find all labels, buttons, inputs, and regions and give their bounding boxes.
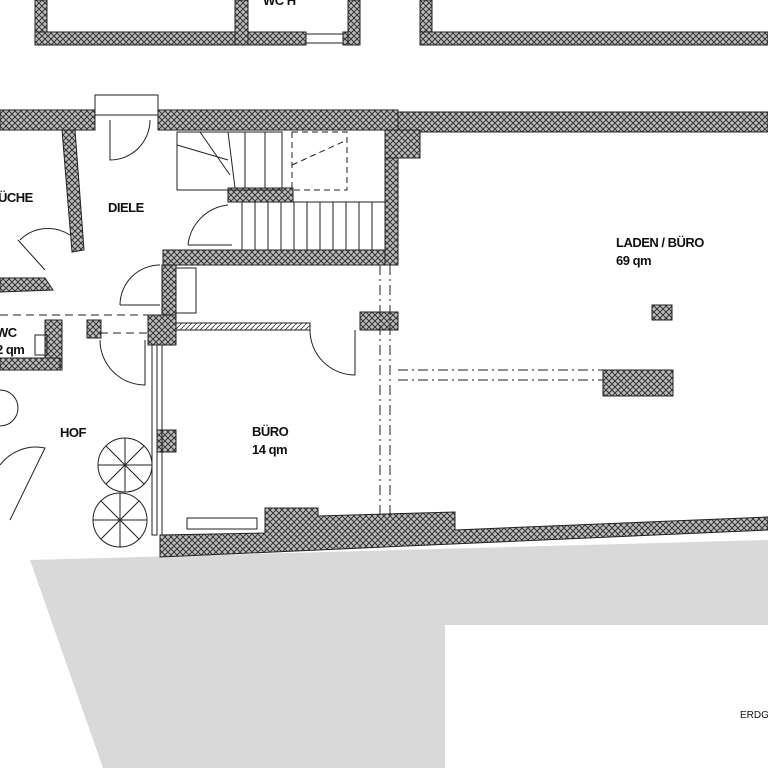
room-label-buero: BÜRO bbox=[252, 424, 289, 439]
room-label-kueche: ÜCHE bbox=[0, 190, 34, 205]
room-area-buero: 14 qm bbox=[252, 442, 287, 457]
room-area-wc: 2 qm bbox=[0, 342, 24, 357]
room-area-laden: 69 qm bbox=[616, 253, 651, 268]
room-label-diele: DIELE bbox=[108, 200, 145, 215]
window bbox=[305, 33, 344, 44]
caption-box bbox=[445, 625, 768, 768]
walls bbox=[0, 0, 768, 558]
room-label-wc: WC bbox=[0, 325, 18, 340]
doors bbox=[0, 94, 603, 535]
staircase bbox=[175, 131, 386, 314]
room-label-wch: WC H bbox=[263, 0, 296, 8]
plants bbox=[0, 389, 153, 548]
room-label-hof: HOF bbox=[60, 425, 87, 440]
buero-top-wall bbox=[175, 322, 311, 331]
room-label-laden: LADEN / BÜRO bbox=[616, 235, 704, 250]
plan-caption: ERDG bbox=[740, 710, 768, 721]
radiator bbox=[186, 517, 258, 530]
